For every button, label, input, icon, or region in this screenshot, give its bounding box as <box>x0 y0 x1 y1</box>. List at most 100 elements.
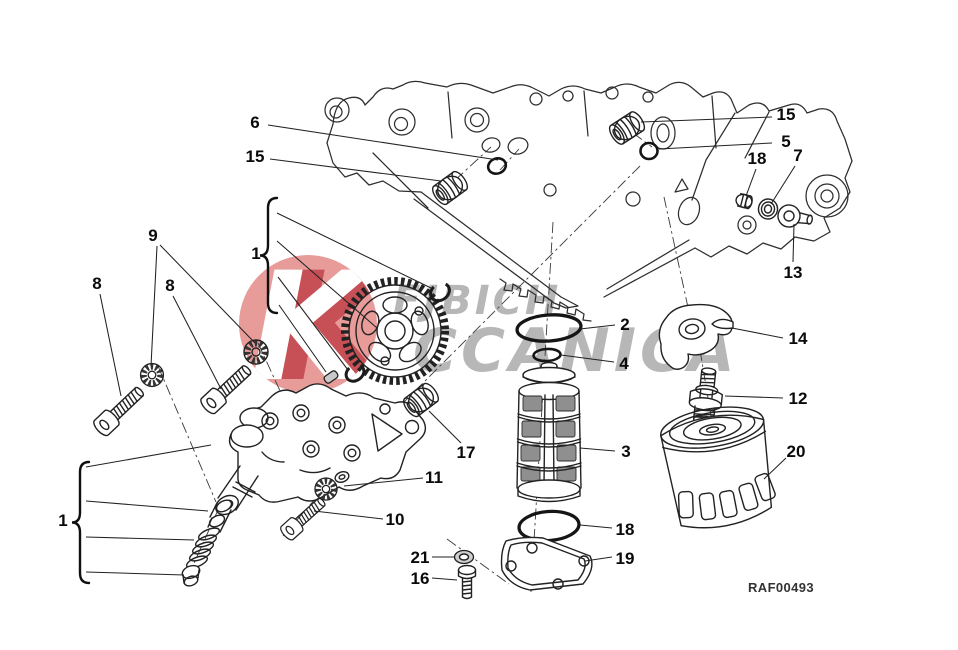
leader-line <box>763 457 787 480</box>
part-mesh-filter-3 <box>516 361 582 503</box>
leader-line <box>313 510 384 520</box>
callout-15: 15 <box>246 147 265 166</box>
part-bushing-15-right <box>606 108 648 148</box>
brace-line <box>85 444 212 468</box>
part-bolt-10 <box>277 493 330 543</box>
part-washer-7 <box>757 198 779 220</box>
part-washer-21 <box>453 549 475 565</box>
callout-12: 12 <box>789 389 808 408</box>
brace-line <box>85 536 195 541</box>
part-plug-18 <box>735 192 753 210</box>
brace-line <box>278 304 327 373</box>
callout-1: 1 <box>251 244 260 263</box>
callout-5: 5 <box>781 132 790 151</box>
leader-line <box>745 168 757 197</box>
leader-line <box>792 223 795 263</box>
centerline <box>189 509 219 573</box>
leader-line <box>159 244 256 344</box>
callout-2: 2 <box>620 315 629 334</box>
leader-line <box>579 324 616 330</box>
callout-8: 8 <box>92 274 101 293</box>
part-spring-washer-9-left <box>141 364 164 387</box>
callout-19: 19 <box>616 549 635 568</box>
leader-line <box>770 165 796 205</box>
callout-7: 7 <box>793 146 802 165</box>
brace-line <box>85 500 209 512</box>
part-oring-2 <box>515 313 583 343</box>
callout-17: 17 <box>457 443 476 462</box>
centerline <box>499 148 520 171</box>
part-bypass-spring <box>185 527 221 569</box>
oil-filter-grip-flutes <box>677 472 776 521</box>
callout-3: 3 <box>621 442 630 461</box>
callout-1: 1 <box>58 511 67 530</box>
leader-line <box>267 124 499 161</box>
leader-line <box>343 477 424 487</box>
leader-line <box>584 556 613 562</box>
centerline <box>663 196 690 313</box>
brace-line <box>276 212 432 289</box>
centerline <box>439 146 492 195</box>
centerline <box>157 365 217 503</box>
callout-18: 18 <box>616 520 635 539</box>
callout-6: 6 <box>250 113 259 132</box>
group-brace-1 <box>71 460 91 585</box>
brace-line <box>277 276 349 371</box>
callout-15: 15 <box>777 105 796 124</box>
leader-line <box>269 158 442 182</box>
callout-10: 10 <box>386 510 405 529</box>
centerline <box>351 165 641 455</box>
part-washer-11 <box>334 471 350 483</box>
part-oil-pump <box>215 383 427 516</box>
leader-line <box>150 245 158 367</box>
leader-line <box>431 577 458 581</box>
part-union-12 <box>688 367 724 425</box>
leader-line <box>731 327 784 339</box>
watermark-circle <box>239 255 377 393</box>
brace-line <box>85 571 185 576</box>
figure-code: RAF00493 <box>748 580 814 595</box>
part-oring-4 <box>532 347 562 363</box>
callout-14: 14 <box>789 329 808 348</box>
leader-line <box>724 395 784 399</box>
callout-4: 4 <box>619 354 629 373</box>
part-circlip-upper <box>429 281 451 303</box>
callout-11: 11 <box>425 468 443 487</box>
part-bushing-15-left <box>429 168 471 208</box>
part-bypass-plunger <box>207 499 233 533</box>
leader-line <box>560 354 615 363</box>
leader-line <box>579 524 613 529</box>
callout-16: 16 <box>411 569 430 588</box>
part-circlip-lower <box>344 363 366 383</box>
leader-line <box>658 142 773 150</box>
part-screw-16 <box>457 564 477 600</box>
part-bolt-8-right <box>197 360 256 417</box>
callout-18: 18 <box>748 149 767 168</box>
pump-cover-screws <box>261 404 361 462</box>
callout-9: 9 <box>148 226 157 245</box>
leader-line <box>428 410 462 444</box>
part-cover-gasket-19 <box>500 536 593 591</box>
callout-13: 13 <box>784 263 803 282</box>
engine-crankcase <box>324 80 853 322</box>
callout-21: 21 <box>411 548 430 567</box>
leader-line <box>579 447 616 452</box>
leader-line <box>99 293 122 397</box>
part-timing-gear <box>341 277 449 385</box>
part-oil-filter-20 <box>660 406 776 529</box>
part-stop-plate-14 <box>658 303 734 370</box>
brace-line <box>276 240 378 329</box>
callout-20: 20 <box>787 442 806 461</box>
leader-line <box>640 116 773 123</box>
leader-line <box>172 295 222 390</box>
part-oring-5 <box>639 141 659 161</box>
callout-8: 8 <box>165 276 174 295</box>
group-brace-1 <box>259 196 279 315</box>
centerline <box>257 342 282 394</box>
part-screw-13 <box>777 204 813 228</box>
part-woodruff-key <box>323 370 339 384</box>
casting-triangle-mark <box>674 178 689 193</box>
